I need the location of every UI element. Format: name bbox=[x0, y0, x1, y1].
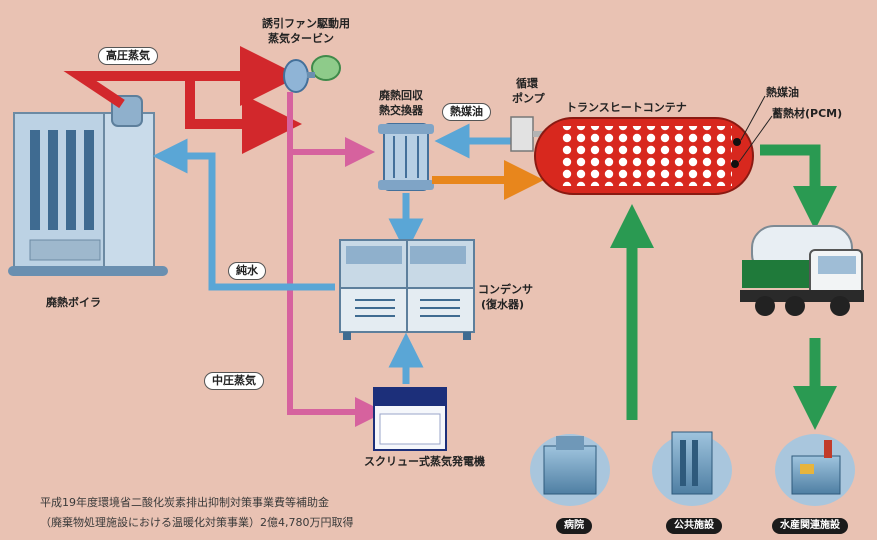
trans-heat-container bbox=[534, 95, 773, 195]
heat-exchanger-label-line1: 廃熱回収 bbox=[379, 89, 423, 102]
facility-label-hospital: 病院 bbox=[556, 518, 592, 534]
boiler-label: 廃熱ボイラ bbox=[46, 296, 101, 309]
subsidy-note-line2: （廃棄物処理施設における温暖化対策事業）2億4,780万円取得 bbox=[40, 516, 354, 529]
facility-public bbox=[652, 431, 732, 506]
facility-fisheries bbox=[775, 434, 855, 506]
high-pressure-steam-label: 高圧蒸気 bbox=[98, 47, 158, 65]
medium-pressure-steam-label: 中圧蒸気 bbox=[204, 372, 264, 390]
turbine-label-line1: 誘引ファン駆動用 bbox=[262, 17, 350, 30]
facility-label-fisheries: 水産関連施設 bbox=[772, 518, 848, 534]
waste-heat-boiler bbox=[8, 95, 168, 276]
pcm-legend: 蓄熱材(PCM) bbox=[772, 107, 843, 120]
medium-pressure-steam-lines bbox=[287, 92, 385, 427]
facility-label-public: 公共施設 bbox=[666, 518, 722, 534]
facility-hospital bbox=[530, 434, 610, 506]
turbine-label-line2: 蒸気タービン bbox=[268, 32, 334, 45]
subsidy-note-line1: 平成19年度環境省二酸化炭素排出抑制対策事業費等補助金 bbox=[40, 496, 329, 509]
pure-water-lines bbox=[152, 123, 515, 384]
condenser-label-line1: コンデンサ bbox=[478, 283, 533, 296]
container-label: トランスヒートコンテナ bbox=[566, 101, 687, 114]
heat-exchanger-label-line2: 熱交換器 bbox=[379, 104, 423, 117]
container-truck bbox=[740, 225, 864, 316]
heat-exchanger bbox=[378, 123, 434, 191]
transport-arrows bbox=[610, 144, 837, 430]
screw-steam-generator bbox=[373, 387, 447, 451]
circulation-pump-label-line1: 循環 bbox=[516, 77, 538, 90]
pure-water-label: 純水 bbox=[228, 262, 266, 280]
condenser-label-line2: (復水器) bbox=[481, 298, 525, 311]
steam-turbine bbox=[283, 55, 341, 93]
heat-medium-oil-label: 熱媒油 bbox=[442, 103, 491, 121]
high-pressure-steam-lines bbox=[63, 46, 302, 154]
heat-oil-legend: 熱媒油 bbox=[766, 86, 799, 99]
condenser bbox=[339, 239, 475, 340]
circulation-pump-label-line2: ポンプ bbox=[512, 92, 545, 105]
generator-label: スクリュー式蒸気発電機 bbox=[364, 455, 485, 468]
